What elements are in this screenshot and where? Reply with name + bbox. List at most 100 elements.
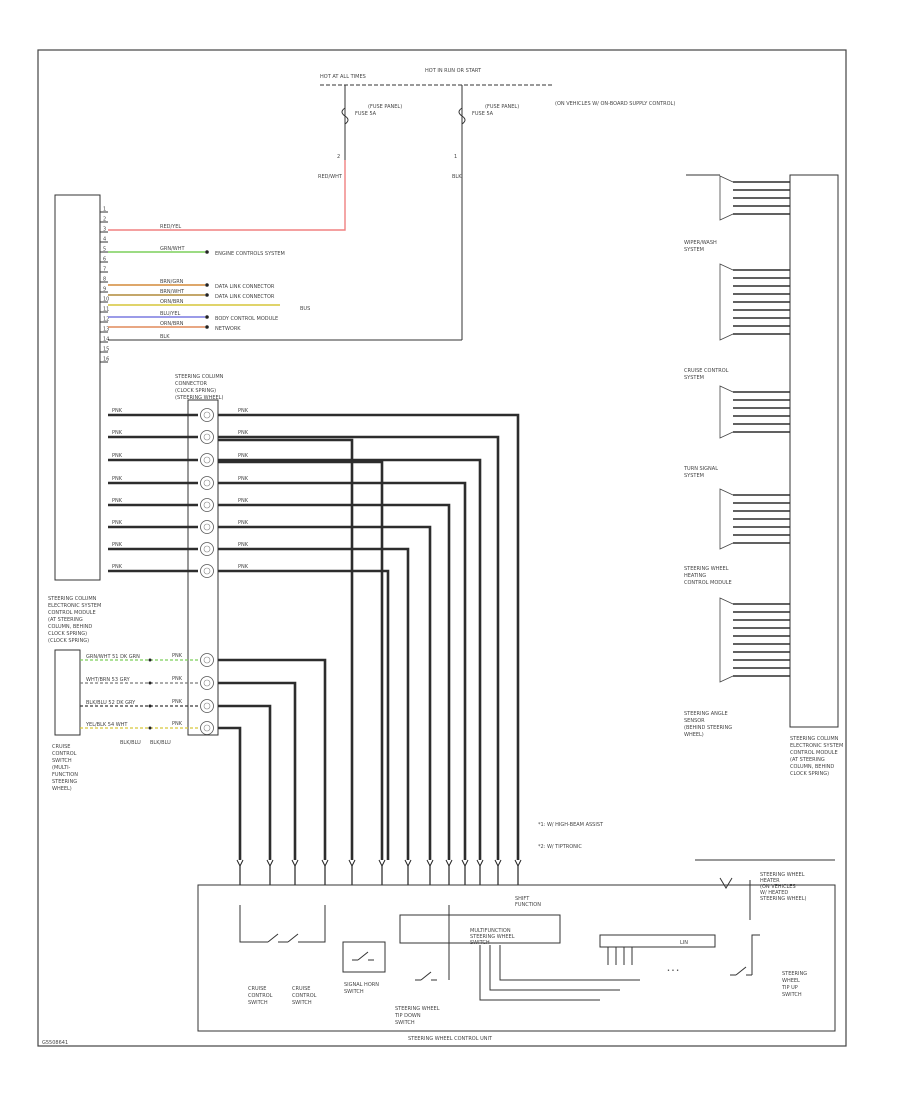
scm-pin-15: 15 xyxy=(103,347,109,353)
connector-arrow xyxy=(445,859,453,868)
bc-heater-5: STEERING WHEEL) xyxy=(760,896,807,902)
fuse-right-pin: 1 xyxy=(454,154,457,160)
cs-terminal xyxy=(200,430,214,444)
cs-terminal xyxy=(200,699,214,713)
cs-terminal-inner xyxy=(203,479,211,487)
fuse-right-symbol xyxy=(458,107,466,125)
scm-pin-10: 10 xyxy=(103,297,109,303)
cs-terminal-inner xyxy=(203,656,211,664)
lin-box xyxy=(599,934,716,948)
scm-wire-label: BLK xyxy=(160,334,170,340)
bc-switch1-2: CONTROL xyxy=(248,993,273,999)
connector-dot xyxy=(205,250,209,254)
sw-title-line-1: CRUISE xyxy=(52,744,70,750)
scm-wire-label: GRN/WHT xyxy=(160,246,185,252)
cs-terminal-inner xyxy=(203,679,211,687)
bc-tipup-1: STEERING xyxy=(782,971,807,977)
cs-terminal xyxy=(200,498,214,512)
fuse-left-location: (FUSE PANEL) xyxy=(368,104,402,110)
tipup-wire xyxy=(751,934,760,975)
fuse-right-note: (ON VEHICLES W/ ON-BOARD SUPPLY CONTROL) xyxy=(555,101,675,107)
cs-terminal-inner xyxy=(203,433,211,441)
tipup-switch-blade xyxy=(735,966,747,976)
bc-tipdown-3: SWITCH xyxy=(395,1020,415,1026)
red-power-wire xyxy=(108,160,346,231)
lin-label: LIN xyxy=(680,940,688,946)
clock-spring-connector xyxy=(187,399,219,736)
sw-title-line-5: FUNCTION xyxy=(52,772,78,778)
bc-tipdown-2: TIP DOWN xyxy=(394,1013,421,1019)
cs-terminal xyxy=(200,408,214,422)
bc-tipdown-1: STEERING WHEEL xyxy=(395,1006,440,1012)
mfs-bus-2 xyxy=(489,945,620,991)
swcu-title: STEERING WHEEL CONTROL UNIT xyxy=(408,1036,493,1042)
cs-aux-route xyxy=(218,460,384,825)
cs-terminal-inner xyxy=(203,456,211,464)
scm-wire-label: ORN/BRN xyxy=(160,299,184,305)
cs-title-line-2: CONNECTOR xyxy=(175,381,208,387)
connector-arrow xyxy=(321,859,329,868)
cs-terminal xyxy=(200,676,214,690)
cs-harness-wire xyxy=(218,547,410,860)
tipdown-switch-blade xyxy=(420,971,432,981)
sw-title-line-3: SWITCH xyxy=(52,758,72,764)
bc-tipup-3: TIP UP xyxy=(781,985,798,991)
cs-terminal xyxy=(200,653,214,667)
sw1-blade xyxy=(267,933,279,943)
rm-group-label-3-2: SYSTEM xyxy=(684,473,704,479)
cs-harness-wire xyxy=(218,435,500,860)
mfs-bus-1 xyxy=(479,945,600,1001)
scm-wire-label: BRN/WHT xyxy=(160,289,185,295)
scm-title-line-2: ELECTRONIC SYSTEM xyxy=(48,603,101,609)
connector-dot xyxy=(205,293,209,297)
scm-left-box xyxy=(54,194,101,581)
bc-mfs-2: STEERING WHEEL xyxy=(470,934,515,940)
hot-in-run-label: HOT IN RUN OR START xyxy=(425,68,482,74)
rm-title-line-4: (AT STEERING xyxy=(790,757,825,763)
cs-harness-wire xyxy=(218,569,390,860)
connector-arrow xyxy=(476,859,484,868)
fuse-left-pin: 2 xyxy=(337,154,340,160)
sw-bottom-label-1: BLK/BLU xyxy=(120,740,141,746)
cs-title-line-3: (CLOCK SPRING) xyxy=(175,388,216,394)
connector-dot xyxy=(205,325,209,329)
steering-wheel-control-unit: CRUISECONTROLSWITCHCRUISECONTROLSWITCHSI… xyxy=(197,859,836,1042)
bc-mfs-top-1: SHIFT xyxy=(515,896,530,902)
mfs-box xyxy=(399,914,561,944)
connector-arrow xyxy=(291,859,299,868)
cs-terminal-inner xyxy=(203,567,211,575)
cs-terminal xyxy=(200,564,214,578)
cs-aux-route xyxy=(218,438,354,825)
bc-switch2-1: CRUISE xyxy=(292,986,310,992)
right-module-box xyxy=(789,174,839,728)
sw-wire-label: GRN/WHT 51 DK GRN xyxy=(86,654,140,660)
sw-dot xyxy=(148,704,152,708)
cs-lower-label: PNK xyxy=(172,699,183,705)
dest-bus: BUS xyxy=(300,306,310,312)
dest-data-link-1: DATA LINK CONNECTOR xyxy=(215,284,275,290)
cs-harness-label: PNK xyxy=(238,542,249,548)
sw-title-line-6: STEERING xyxy=(52,779,77,785)
scm-wire-label: BLU/YEL xyxy=(160,311,181,317)
scm-title-line-1: STEERING COLUMN xyxy=(48,596,97,602)
connector-dot xyxy=(205,283,209,287)
wire-left-label: RED/WHT xyxy=(318,174,343,180)
scm-title-line-7: (CLOCK SPRING) xyxy=(48,638,89,644)
rm-group-label-5-1: STEERING ANGLE xyxy=(684,711,728,717)
bc-mfs-1: MULTIFUNCTION xyxy=(470,928,511,934)
dest-engine-controls: ENGINE CONTROLS SYSTEM xyxy=(215,251,285,257)
dest-body-control: BODY CONTROL MODULE xyxy=(215,316,278,322)
fuse-right-label: FUSE 5A xyxy=(472,111,494,117)
cs-terminal-inner xyxy=(203,411,211,419)
rm-bracket xyxy=(719,385,734,439)
horn-box xyxy=(342,941,386,973)
cs-terminal-inner xyxy=(203,724,211,732)
rm-group-label-2-2: SYSTEM xyxy=(684,375,704,381)
rm-title-line-6: CLOCK SPRING) xyxy=(790,771,829,777)
scm-wire-label: RED/YEL xyxy=(160,224,181,230)
bc-horn-1: SIGNAL HORN xyxy=(344,982,379,988)
connector-arrow xyxy=(378,859,386,868)
cruise-switch-module: CRUISECONTROLSWITCH(MULTI-FUNCTIONSTEERI… xyxy=(52,649,198,792)
scm-harness-label: PNK xyxy=(112,453,123,459)
